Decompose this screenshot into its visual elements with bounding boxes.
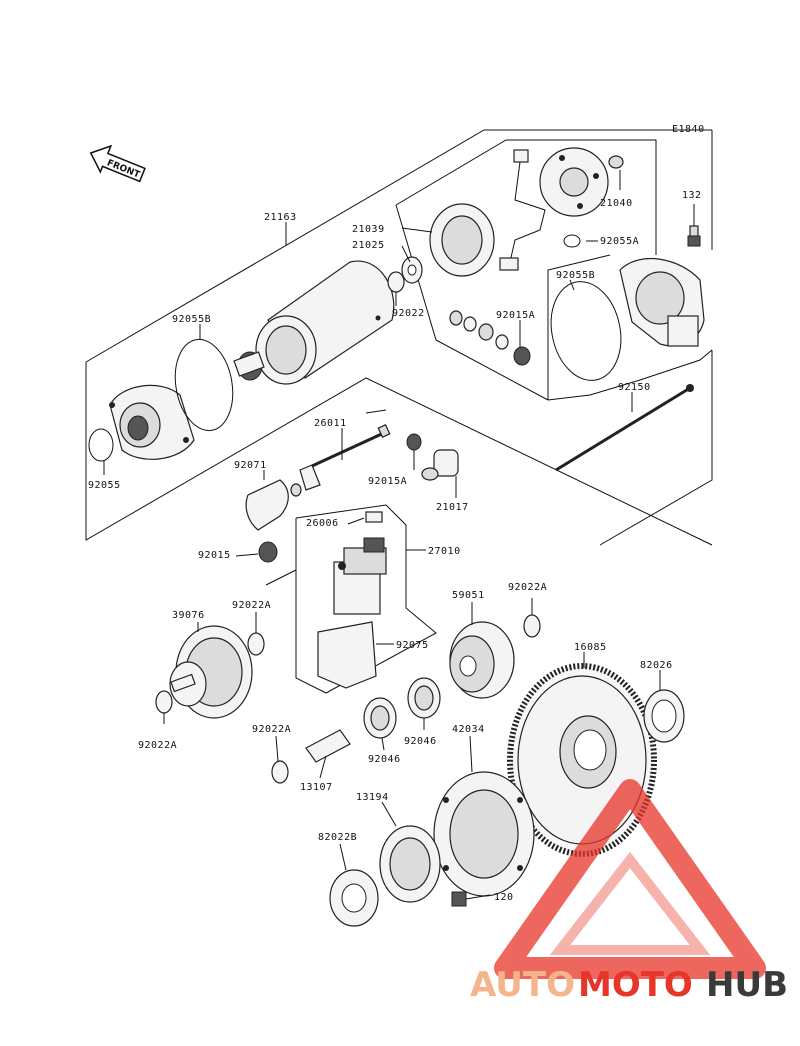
label-92046-r: 92046 <box>404 736 437 747</box>
washer-92022a-r <box>523 614 541 638</box>
nut-92015 <box>258 541 278 563</box>
washer-92022 <box>387 271 405 293</box>
label-92071: 92071 <box>234 460 267 471</box>
washer-92022a-l <box>247 632 265 656</box>
o-ring-92055 <box>88 428 114 462</box>
label-92022a-c: 92022A <box>252 724 291 735</box>
label-21163: 21163 <box>264 212 297 223</box>
label-92022a-l: 92022A <box>232 600 271 611</box>
label-21040: 21040 <box>600 198 633 209</box>
watermark-logo <box>494 779 766 979</box>
label-13107: 13107 <box>300 782 333 793</box>
washer-92022a-b <box>155 690 173 714</box>
front-arrow-icon: FRONT <box>89 144 146 183</box>
nut-92015a <box>406 433 422 451</box>
label-92055a: 92055A <box>600 236 639 247</box>
label-82022b: 82022B <box>318 832 357 843</box>
through-bolt-92150 <box>555 386 691 472</box>
washer-92022a-c <box>271 760 289 784</box>
label-92015: 92015 <box>198 550 231 561</box>
fuse-26006 <box>365 511 383 523</box>
label-39076: 39076 <box>172 610 205 621</box>
starter-motor-body <box>233 260 395 385</box>
label-92055: 92055 <box>88 480 121 491</box>
label-92022: 92022 <box>392 308 425 319</box>
label-92055b-top: 92055B <box>556 270 595 281</box>
leader-lines <box>103 170 661 871</box>
label-132: 132 <box>682 190 702 201</box>
relay-cover-92075 <box>317 621 377 689</box>
bolt-120 <box>451 891 491 907</box>
shaft-13107 <box>305 729 351 763</box>
label-120: 120 <box>494 892 514 903</box>
starter-relay-27010 <box>333 537 387 615</box>
label-92022a-b: 92022A <box>138 740 177 751</box>
one-way-clutch-42034 <box>433 771 535 897</box>
collar-82026 <box>643 689 685 743</box>
bearing-92046-l <box>363 697 397 739</box>
label-26006: 26006 <box>306 518 339 529</box>
cap-21017 <box>421 449 459 481</box>
washer-82022b <box>329 869 379 927</box>
assembly-frames <box>85 129 713 694</box>
washer-set-92015a <box>449 310 531 366</box>
label-92150: 92150 <box>618 382 651 393</box>
watermark-hub: HUB <box>706 965 788 1005</box>
label-16085: 16085 <box>574 642 607 653</box>
rear-cover <box>619 257 705 347</box>
bearing-92046-r <box>407 677 441 719</box>
label-59051: 59051 <box>452 590 485 601</box>
brush-plate-21040 <box>499 147 609 271</box>
label-13194: 13194 <box>356 792 389 803</box>
label-92022a-r: 92022A <box>508 582 547 593</box>
o-ring-92055b-left <box>174 338 234 432</box>
watermark-text: AUTO MOTO HUB <box>470 965 788 1005</box>
o-ring-92055b-right <box>550 281 622 381</box>
label-92046-l: 92046 <box>368 754 401 765</box>
label-21039: 21039 <box>352 224 385 235</box>
label-42034: 42034 <box>452 724 485 735</box>
bearing-13194 <box>379 825 441 903</box>
label-92015a-mid: 92015A <box>368 476 407 487</box>
watermark-moto: MOTO <box>578 965 693 1005</box>
label-82026: 82026 <box>640 660 673 671</box>
label-92075: 92075 <box>396 640 429 651</box>
part-labels: 21163 21039 21025 21040 92055A 132 92055… <box>88 190 702 903</box>
terminal-26011 <box>299 423 391 491</box>
front-cover <box>109 384 195 460</box>
brush-holder-21039 <box>429 203 495 277</box>
watermark-auto: AUTO <box>470 965 575 1005</box>
label-21017: 21017 <box>436 502 469 513</box>
o-ring-92055a <box>563 234 581 248</box>
nut-21040 <box>608 155 624 169</box>
label-92015a-top: 92015A <box>496 310 535 321</box>
label-26011: 26011 <box>314 418 347 429</box>
washer-21025 <box>401 256 423 284</box>
label-21025: 21025 <box>352 240 385 251</box>
label-92055b-left: 92055B <box>172 314 211 325</box>
label-27010: 27010 <box>428 546 461 557</box>
cover-92071 <box>245 479 302 531</box>
idler-gear-39076 <box>169 625 253 719</box>
bolt-132 <box>687 204 701 247</box>
gear-59051 <box>449 621 515 699</box>
